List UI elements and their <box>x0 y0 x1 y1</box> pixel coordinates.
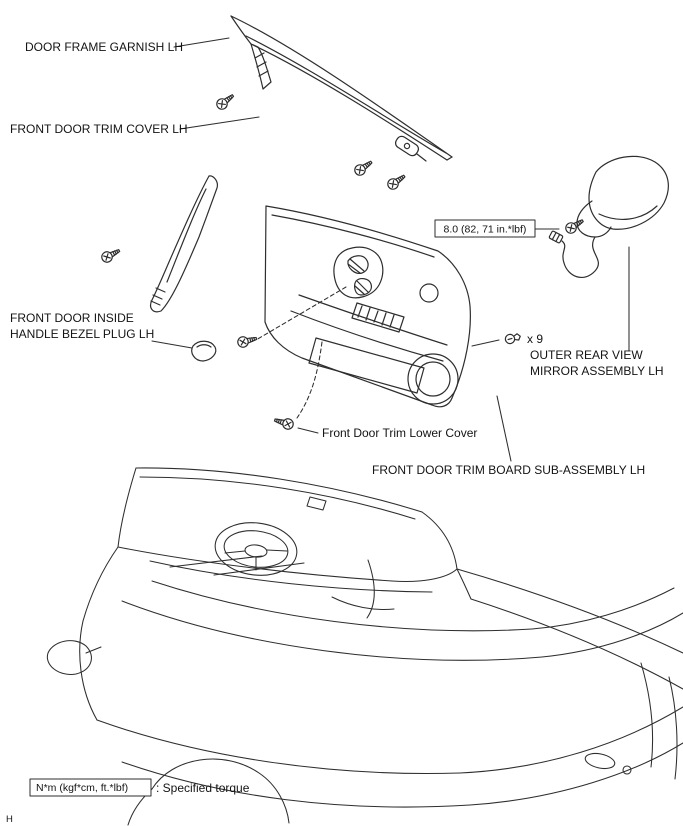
screw-icon <box>385 171 408 192</box>
front-door-trim-cover-part <box>149 175 218 313</box>
label-handle-bezel-plug-line1: FRONT DOOR INSIDE <box>10 311 134 325</box>
screw-icons <box>99 90 587 432</box>
label-handle-bezel-plug-line2: HANDLE BEZEL PLUG LH <box>10 327 154 341</box>
leader-lines <box>151 37 630 462</box>
mirror-harness-connector <box>548 230 564 244</box>
screw-icon <box>352 157 375 178</box>
label-mirror-assembly-line2: MIRROR ASSEMBLY LH <box>530 364 664 378</box>
label-torque-spec: 8.0 (82, 71 in.*lbf) <box>444 224 527 236</box>
page-marker: H <box>6 814 13 825</box>
door-trim-board-part <box>264 205 471 408</box>
torque-spec-box <box>434 219 536 238</box>
label-trim-board: FRONT DOOR TRIM BOARD SUB-ASSEMBLY LH <box>372 463 645 477</box>
door-frame-garnish-part <box>230 15 453 162</box>
dashed-leader-lines <box>255 286 347 419</box>
speaker-grille <box>407 353 459 405</box>
screw-icon <box>272 414 296 432</box>
screw-icon <box>236 332 259 349</box>
mirror-assembly-part <box>548 155 669 279</box>
label-mirror-assembly-line1: OUTER REAR VIEW <box>530 348 643 362</box>
door-handle-sketch <box>584 752 616 770</box>
rearview-mirror-sketch <box>306 496 327 511</box>
screw-icon <box>99 245 123 265</box>
legend-torque-description: : Specified torque <box>156 781 250 795</box>
legend-torque-symbol: N*m (kgf*cm, ft.*lbf) <box>36 782 128 794</box>
side-mirror-sketch <box>46 640 102 675</box>
label-front-door-trim-cover: FRONT DOOR TRIM COVER LH <box>10 122 188 136</box>
handle-bezel-plug-part <box>191 340 217 362</box>
steering-wheel-sketch <box>214 522 298 576</box>
trim-clip-icon <box>503 331 523 346</box>
screw-icon <box>214 90 237 112</box>
torque-legend-box <box>29 778 152 797</box>
label-door-frame-garnish: DOOR FRAME GARNISH LH <box>25 40 183 54</box>
garnish-bracket <box>394 135 420 157</box>
label-clip-count: x 9 <box>527 332 543 346</box>
label-trim-lower-cover: Front Door Trim Lower Cover <box>322 426 477 440</box>
vehicle-sketch <box>46 467 683 826</box>
